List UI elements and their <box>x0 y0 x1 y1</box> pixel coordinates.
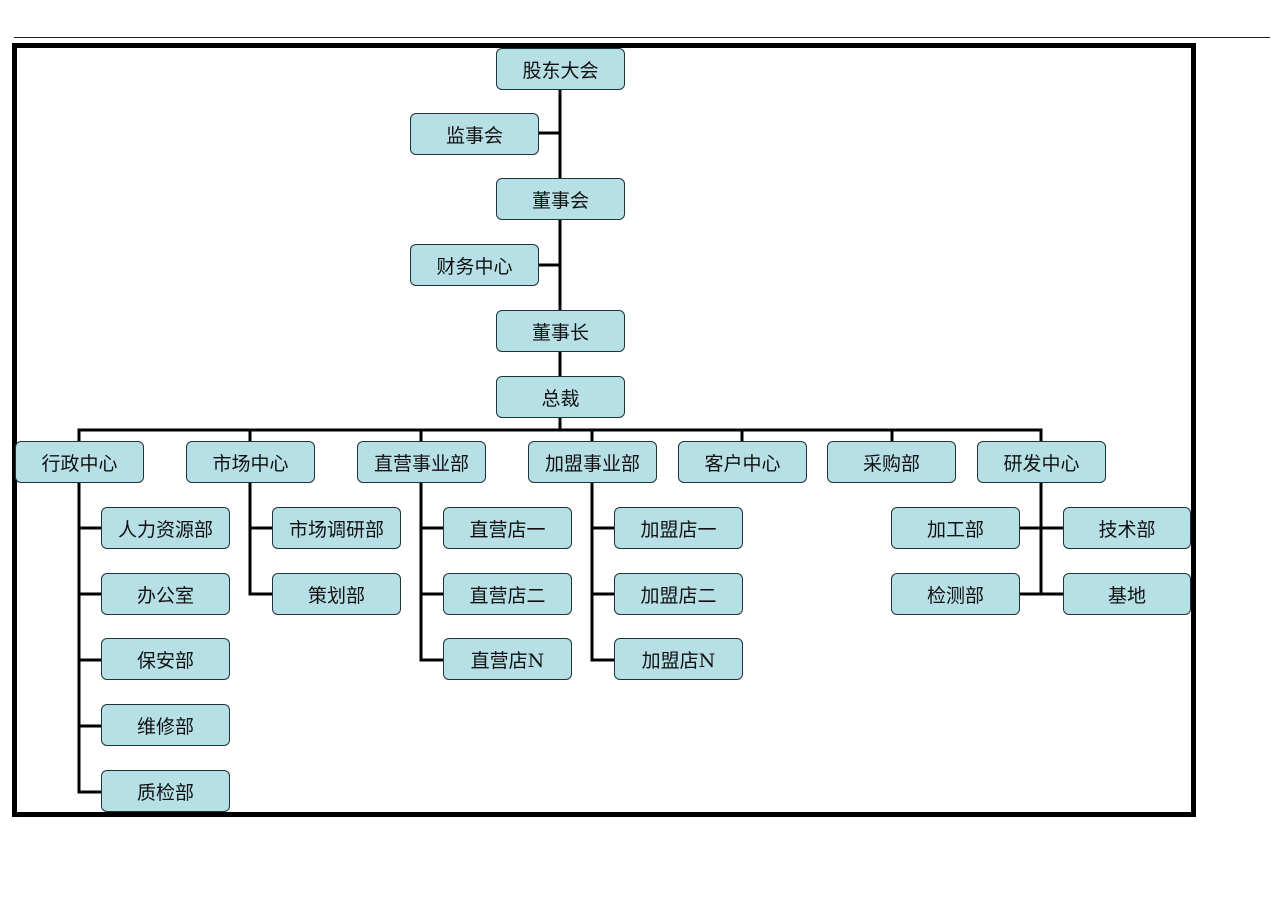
chart-frame <box>12 43 1196 817</box>
node-direct-store-1: 直营店一 <box>443 507 572 549</box>
node-planning: 策划部 <box>272 573 401 615</box>
node-franchise-store-2: 加盟店二 <box>614 573 743 615</box>
top-rule <box>14 37 1270 38</box>
node-rd-center: 研发中心 <box>977 441 1106 483</box>
node-maintenance-department: 维修部 <box>101 704 230 746</box>
node-franchise-business: 加盟事业部 <box>528 441 657 483</box>
node-chairman: 董事长 <box>496 310 625 352</box>
node-testing-department: 检测部 <box>891 573 1020 615</box>
node-direct-business: 直营事业部 <box>357 441 486 483</box>
node-processing-department: 加工部 <box>891 507 1020 549</box>
node-finance-center: 财务中心 <box>410 244 539 286</box>
node-office: 办公室 <box>101 573 230 615</box>
node-franchise-store-n: 加盟店N <box>614 638 743 680</box>
node-supervisory-board: 监事会 <box>410 113 539 155</box>
node-ceo: 总裁 <box>496 376 625 418</box>
node-shareholders: 股东大会 <box>496 48 625 90</box>
node-board: 董事会 <box>496 178 625 220</box>
node-market-center: 市场中心 <box>186 441 315 483</box>
node-market-research: 市场调研部 <box>272 507 401 549</box>
node-hr-department: 人力资源部 <box>101 507 230 549</box>
node-qc-department: 质检部 <box>101 770 230 812</box>
node-base: 基地 <box>1063 573 1191 615</box>
node-direct-store-2: 直营店二 <box>443 573 572 615</box>
node-franchise-store-1: 加盟店一 <box>614 507 743 549</box>
node-technology-department: 技术部 <box>1063 507 1191 549</box>
node-customer-center: 客户中心 <box>678 441 807 483</box>
node-security-department: 保安部 <box>101 638 230 680</box>
node-procurement: 采购部 <box>827 441 956 483</box>
node-admin-center: 行政中心 <box>15 441 144 483</box>
node-direct-store-n: 直营店N <box>443 638 572 680</box>
